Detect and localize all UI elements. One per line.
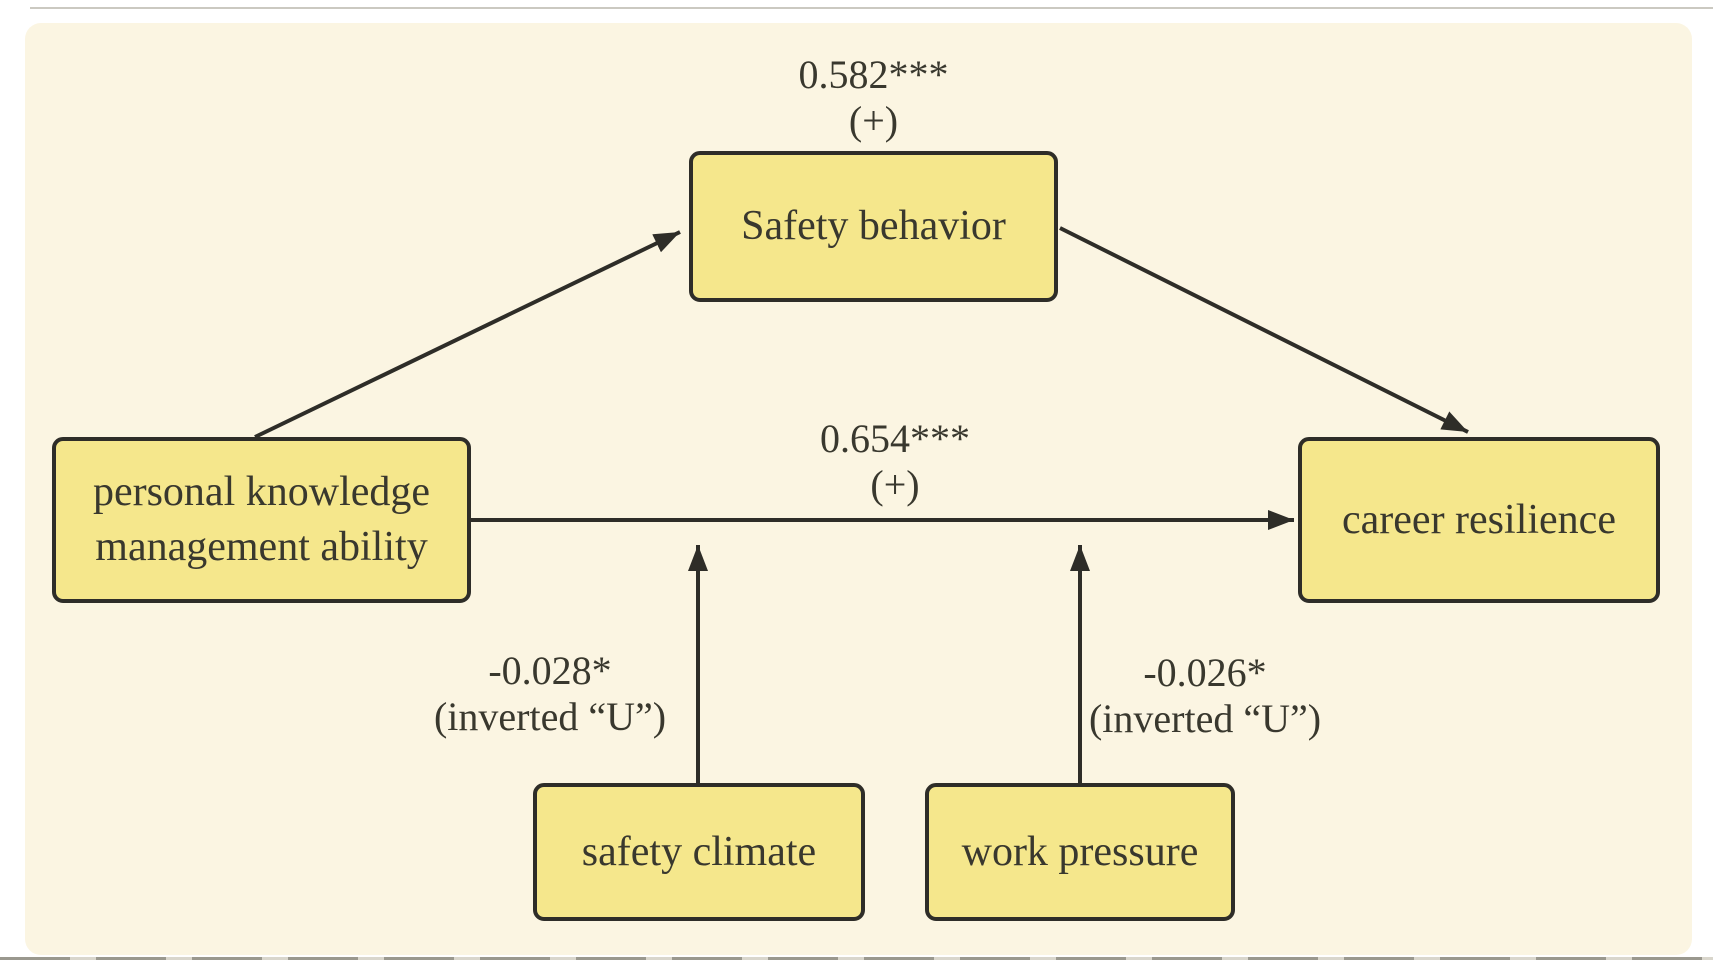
node-career-resilience-label: career resilience bbox=[1342, 496, 1616, 543]
arrow-pkma-to-safety-behavior bbox=[254, 230, 681, 439]
top-rule-line bbox=[30, 7, 1713, 9]
node-personal-knowledge-management-ability-label: personal knowledge management ability bbox=[92, 469, 431, 570]
node-safety-behavior-label: Safety behavior bbox=[741, 203, 1006, 250]
coefficient-pkma-to-career-resilience: 0.654*** bbox=[820, 416, 970, 461]
effect-shape-work-pressure-moderation: (inverted “U”) bbox=[1088, 696, 1322, 741]
coefficient-work-pressure-moderation: -0.026* bbox=[1143, 650, 1267, 695]
effect-sign-pkma-to-safety-behavior: (+) bbox=[848, 98, 899, 143]
path-label-safety-climate-moderation: -0.028* (inverted “U”) bbox=[390, 648, 710, 740]
effect-sign-pkma-to-career-resilience: (+) bbox=[870, 462, 920, 507]
node-work-pressure: work pressure bbox=[925, 783, 1235, 921]
coefficient-pkma-to-safety-behavior: 0.582*** bbox=[798, 52, 949, 97]
node-safety-climate: safety climate bbox=[533, 783, 865, 921]
effect-shape-safety-climate-moderation: (inverted “U”) bbox=[433, 694, 667, 739]
bottom-rule-line bbox=[0, 957, 1713, 960]
node-personal-knowledge-management-ability: personal knowledge management ability bbox=[52, 437, 471, 603]
path-label-work-pressure-moderation: -0.026* (inverted “U”) bbox=[1045, 650, 1365, 742]
node-career-resilience: career resilience bbox=[1298, 437, 1660, 603]
node-safety-behavior: Safety behavior bbox=[689, 151, 1058, 302]
coefficient-safety-climate-moderation: -0.028* bbox=[488, 648, 612, 693]
arrow-safety-behavior-to-career-resilience bbox=[1059, 226, 1469, 434]
node-work-pressure-label: work pressure bbox=[961, 828, 1199, 875]
path-label-pkma-to-safety-behavior: 0.582*** (+) bbox=[689, 52, 1058, 144]
path-label-pkma-to-career-resilience: 0.654*** (+) bbox=[745, 416, 1045, 508]
node-safety-climate-label: safety climate bbox=[581, 828, 817, 875]
